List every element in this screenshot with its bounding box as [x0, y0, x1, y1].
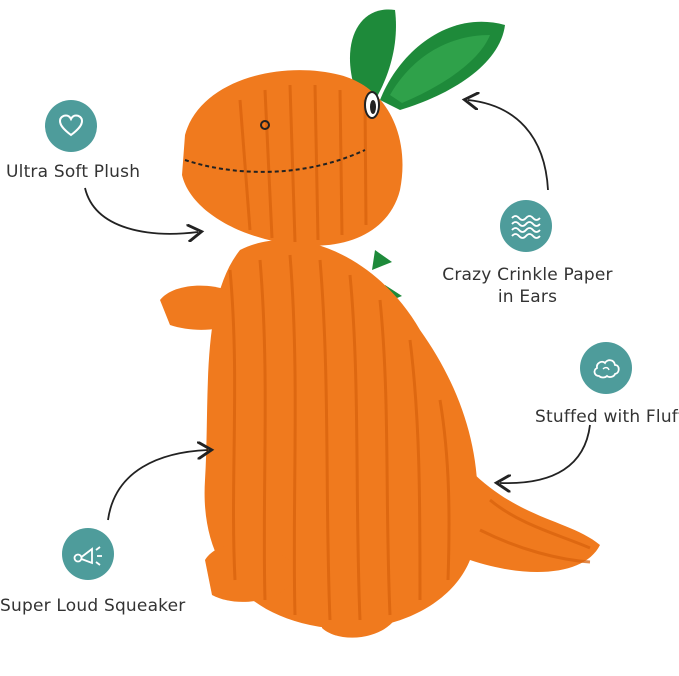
- feature-crinkle-line2: in Ears: [497, 287, 558, 307]
- arrow-soft: [84, 187, 198, 234]
- horn-icon: [72, 541, 104, 567]
- feature-crinkle-line1: Crazy Crinkle Paper: [442, 265, 613, 285]
- feature-fluff-label: Stuffed with Fluff: [535, 407, 679, 427]
- feature-crinkle-badge: [500, 200, 552, 252]
- arrow-squeaker: [107, 450, 208, 521]
- dino-ear-left: [349, 9, 396, 105]
- dino-tail: [470, 470, 600, 572]
- arrow-crinkle: [468, 100, 549, 191]
- dino-arm-left: [160, 285, 250, 330]
- dino-mouth: [184, 149, 366, 173]
- feature-crinkle-label: Crazy Crinkle Paper in Ears: [440, 264, 615, 308]
- heart-icon: [57, 112, 85, 140]
- waves-icon: [510, 213, 542, 239]
- feature-squeaker-label: Super Loud Squeaker: [0, 596, 186, 616]
- dino-foot-left: [205, 543, 300, 602]
- feature-soft-label: Ultra Soft Plush: [6, 162, 141, 182]
- corduroy-ridges: [228, 84, 591, 621]
- dino-arm-right: [258, 305, 335, 381]
- feature-soft-badge: [45, 100, 97, 152]
- arrow-fluff: [500, 424, 591, 483]
- cloud-icon: [591, 355, 621, 381]
- feature-fluff-badge: [580, 342, 632, 394]
- feature-squeaker-badge: [62, 528, 114, 580]
